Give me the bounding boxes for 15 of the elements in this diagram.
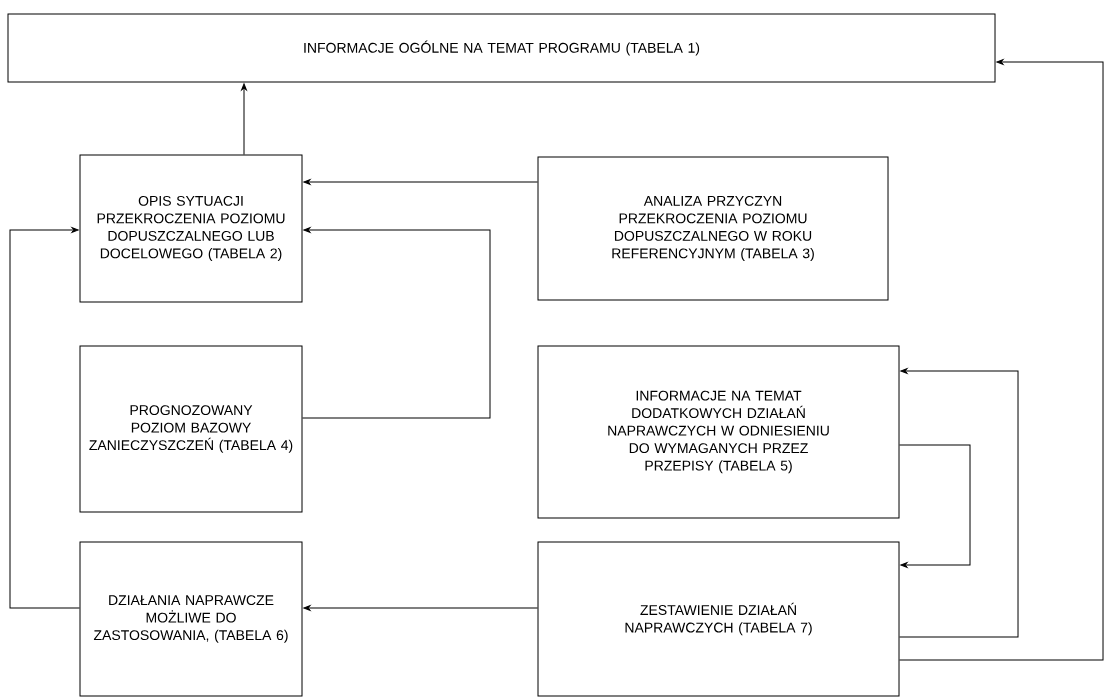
arrow xyxy=(303,179,538,185)
arrow xyxy=(303,605,538,611)
process-box: OPIS SYTUACJI PRZEKROCZENIA POZIOMU DOPUSZCZALNEGO LUB DOCELOWEGO (TABELA 2) xyxy=(79,154,303,303)
arrow xyxy=(241,83,247,155)
process-box: PROGNOZOWANY POZIOM BAZOWY ZANIECZYSZCZEŃ (TABELA 4) xyxy=(79,345,303,513)
arrow xyxy=(899,444,971,568)
process-box: INFORMACJE OGÓLNE NA TEMAT PROGRAMU (TABELA 1) xyxy=(7,13,996,83)
arrow xyxy=(302,227,491,419)
arrow xyxy=(899,59,1104,661)
arrow xyxy=(899,368,1019,638)
process-box: DZIAŁANIA NAPRAWCZE MOŻLIWE DO ZASTOSOWANIA, (TABELA 6) xyxy=(79,541,303,697)
arrow xyxy=(9,227,80,609)
process-box: INFORMACJE NA TEMAT DODATKOWYCH DZIAŁAŃ NAPRAWCZYCH W ODNIESIENIU DO WYMAGANYCH PRZEZ PRZEPISY (TABELA 5) xyxy=(537,345,900,519)
process-box: ANALIZA PRZYCZYN PRZEKROCZENIA POZIOMU DOPUSZCZALNEGO W ROKU REFERENCYJNYM (TABELA 3) xyxy=(537,156,889,301)
process-box: ZESTAWIENIE DZIAŁAŃ NAPRAWCZYCH (TABELA 7) xyxy=(537,541,900,697)
